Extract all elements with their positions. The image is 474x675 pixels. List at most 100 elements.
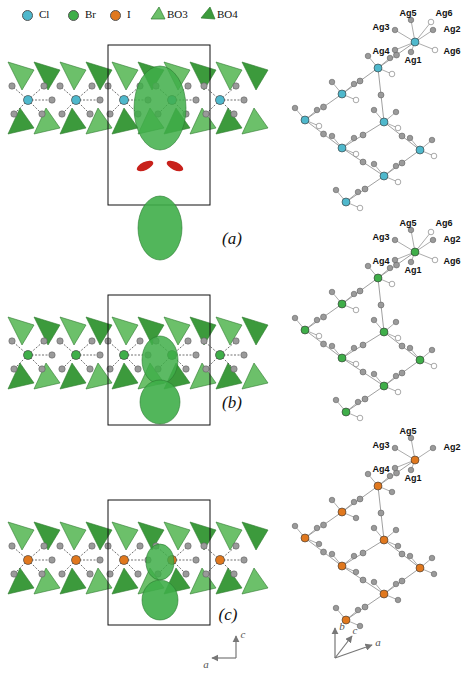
ag-atom xyxy=(316,333,322,339)
ag-atom xyxy=(193,352,199,358)
anion-atom xyxy=(120,351,129,360)
bo-polyhedron xyxy=(216,522,242,550)
bond-line xyxy=(342,332,384,358)
ag-atom xyxy=(353,515,359,521)
ag-atom xyxy=(362,186,368,192)
anion-atom xyxy=(342,408,350,416)
bo-polyhedron xyxy=(190,62,216,90)
anion-atom xyxy=(380,172,388,180)
atom-label: Ag1 xyxy=(404,474,421,483)
ag-atom xyxy=(371,525,377,531)
ag-atom xyxy=(241,352,247,358)
bo-polyhedron xyxy=(34,363,60,389)
ag-atom xyxy=(329,79,335,85)
ag-atom xyxy=(314,317,320,323)
ag-atom xyxy=(360,577,366,583)
ag-atom xyxy=(351,135,357,141)
ag-atom xyxy=(395,125,401,131)
ag-atom xyxy=(395,179,401,185)
ag-atom xyxy=(357,205,363,211)
anion-atom xyxy=(416,146,424,154)
anion-atom xyxy=(416,564,424,572)
anion-atom xyxy=(374,64,382,72)
ag-atom xyxy=(321,104,327,110)
anion-atom xyxy=(301,534,309,542)
ag-atom xyxy=(321,314,327,320)
atom-label: Ag3 xyxy=(372,233,389,242)
anion-atom xyxy=(338,508,346,516)
atom-label: Ag2 xyxy=(443,235,460,244)
ag-atom xyxy=(362,604,368,610)
ag-atom xyxy=(292,315,298,321)
ag-atom xyxy=(360,369,366,375)
atom-label: Ag6 xyxy=(443,257,460,266)
ag-atom xyxy=(351,81,357,87)
axis-label: a xyxy=(375,637,381,648)
ag-atom xyxy=(357,78,363,84)
ag-atom xyxy=(41,83,47,89)
ag-atom xyxy=(292,105,298,111)
ag-atom xyxy=(365,53,371,59)
ag-atom xyxy=(97,97,103,103)
anion-atom xyxy=(216,556,225,565)
legend-shape xyxy=(201,7,215,19)
ag-atom xyxy=(399,133,405,139)
ag-atom xyxy=(185,338,191,344)
ag-atom xyxy=(314,525,320,531)
ag-atom xyxy=(57,543,63,549)
ag-atom xyxy=(392,237,398,243)
bond-line xyxy=(305,120,342,148)
anion-atom xyxy=(380,590,388,598)
ag-atom xyxy=(193,97,199,103)
bo-polyhedron xyxy=(190,363,216,389)
panel-label: (c) xyxy=(219,606,238,623)
ag-atom xyxy=(39,571,45,577)
ag-atom xyxy=(353,97,359,103)
anion-atom xyxy=(411,248,419,256)
legend-text: BO3 xyxy=(167,9,188,20)
ag-atom xyxy=(431,363,437,369)
bo-polyhedron xyxy=(242,108,268,134)
ag-atom xyxy=(41,543,47,549)
bo-polyhedron xyxy=(112,62,138,90)
atom-label: Ag6 xyxy=(443,47,460,56)
ag-atom xyxy=(360,132,366,138)
bo-polyhedron xyxy=(60,62,86,90)
bo-polyhedron xyxy=(216,363,242,389)
atom-label: Ag2 xyxy=(443,25,460,34)
atom-label: Ag6 xyxy=(435,9,452,18)
anion-atom xyxy=(380,328,388,336)
ag-atom xyxy=(371,579,377,585)
bond-line xyxy=(384,540,420,568)
anion-atom xyxy=(120,556,129,565)
ag-atom xyxy=(355,399,361,405)
ag-atom xyxy=(9,543,15,549)
ag-atom xyxy=(87,366,93,372)
ag-atom xyxy=(333,605,339,611)
legend-text: Cl xyxy=(39,9,49,20)
axis-arrow xyxy=(235,636,236,658)
ag-atom xyxy=(360,342,366,348)
axis-label: a xyxy=(203,659,209,670)
ag-atom xyxy=(233,83,239,89)
atom-label: Ag1 xyxy=(404,56,421,65)
lone-pair-lobe xyxy=(134,66,186,150)
bond-line xyxy=(305,538,342,566)
panel-label: (b) xyxy=(222,394,242,411)
bond-line xyxy=(346,176,384,202)
ag-atom xyxy=(41,338,47,344)
anion-atom xyxy=(301,116,309,124)
ag-atom xyxy=(231,111,237,117)
bond-line xyxy=(342,148,384,176)
bond-line xyxy=(378,486,384,540)
ag-atom xyxy=(231,366,237,372)
bond-line xyxy=(378,68,384,122)
ag-atom xyxy=(431,571,437,577)
ag-atom xyxy=(371,107,377,113)
bond-line xyxy=(346,594,384,620)
axis-arrow xyxy=(212,657,236,658)
bo-polyhedron xyxy=(242,522,268,550)
ag-atom xyxy=(89,83,95,89)
ag-atom xyxy=(393,373,399,379)
atom-label: Ag3 xyxy=(372,23,389,32)
